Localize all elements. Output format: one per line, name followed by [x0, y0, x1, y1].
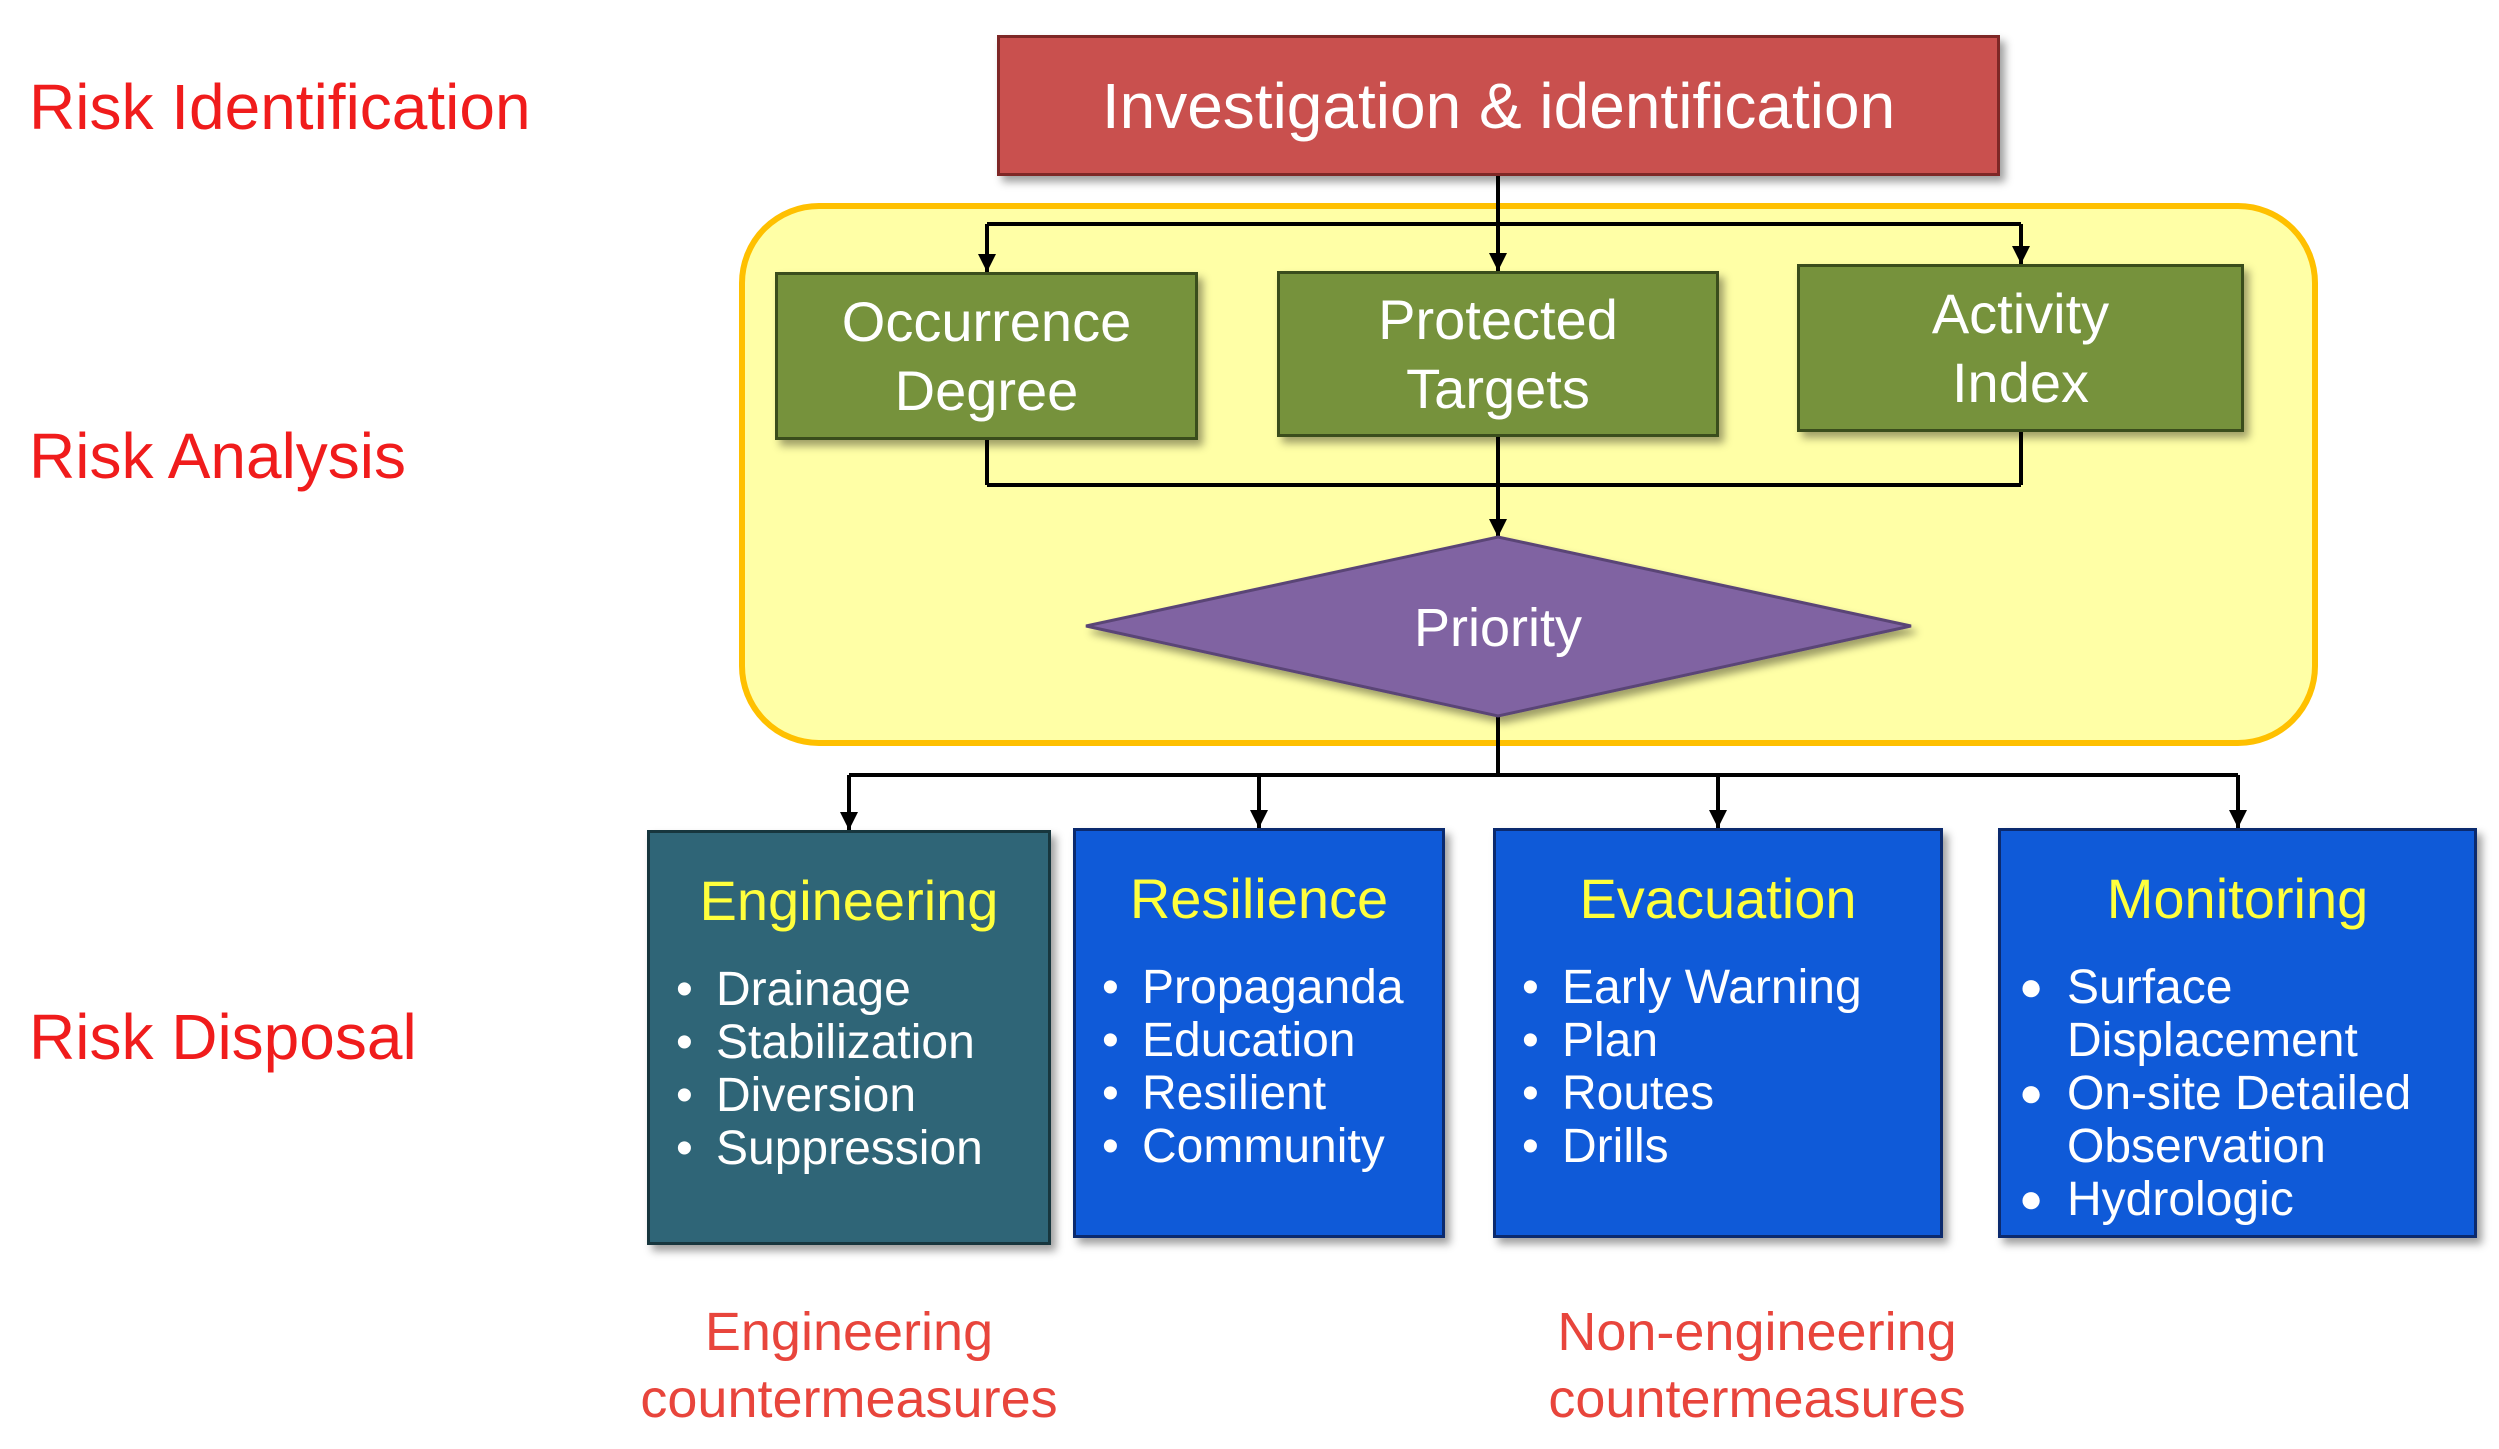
- protected-targets-box: Protected Targets: [1277, 271, 1719, 437]
- non-engineering-countermeasures-label: Non-engineering countermeasures: [1457, 1299, 2057, 1433]
- list-item-text: Drills: [1562, 1120, 1669, 1173]
- list-item: • Diversion: [650, 1069, 1048, 1122]
- list-item-text: Propaganda: [1142, 961, 1404, 1014]
- list-item-text: Diversion: [716, 1069, 917, 1122]
- list-item-text: Stabilization: [716, 1016, 975, 1069]
- bullet: •: [1102, 1120, 1119, 1173]
- list-item: ● On-site Detailed Observation: [2001, 1067, 2474, 1173]
- monitoring-box: Monitoring ● Surface Displacement ● On-sit…: [1998, 828, 2477, 1238]
- list-item: ● Surface Displacement: [2001, 961, 2474, 1067]
- resilience-list: • Propaganda • Education • Resilient • Commu…: [1076, 961, 1442, 1173]
- bullet: •: [1522, 1067, 1539, 1120]
- activity-index-box: Activity Index: [1797, 264, 2244, 432]
- list-item-text: Early Warning: [1562, 961, 1862, 1014]
- bullet: •: [1522, 1120, 1539, 1173]
- resilience-box: Resilience • Propaganda • Education • Resil…: [1073, 828, 1445, 1238]
- bullet: •: [1522, 1014, 1539, 1067]
- list-item: ● Hydrologic: [2001, 1173, 2474, 1226]
- bullet: •: [1522, 961, 1539, 1014]
- list-item-text: Plan: [1562, 1014, 1659, 1067]
- list-item-text: Routes: [1562, 1067, 1715, 1120]
- group-label-line: countermeasures: [640, 1369, 1058, 1429]
- list-item-text: Community: [1142, 1120, 1385, 1173]
- list-item: • Suppression: [650, 1122, 1048, 1175]
- list-item: • Propaganda: [1076, 961, 1442, 1014]
- investigation-identification-label: Investigation & identification: [1101, 69, 1896, 142]
- bullet: •: [676, 963, 693, 1016]
- priority-label: Priority: [1413, 598, 1582, 658]
- stage-label-risk-disposal: Risk Disposal: [29, 1001, 417, 1073]
- group-label-line: Non-engineering: [1557, 1302, 1957, 1362]
- investigation-identification-box: Investigation & identification: [997, 35, 2000, 176]
- evacuation-box: Evacuation • Early Warning • Plan • Routes …: [1493, 828, 1943, 1238]
- list-item-text: Surface Displacement: [2067, 961, 2358, 1067]
- engineering-box: Engineering • Drainage • Stabilization • Di…: [647, 830, 1051, 1245]
- resilience-title: Resilience: [1129, 867, 1389, 930]
- factor-label-line: Protected: [1378, 288, 1618, 351]
- list-item: • Drills: [1496, 1120, 1940, 1173]
- list-item: • Routes: [1496, 1067, 1940, 1120]
- factor-label-line: Index: [1952, 351, 2089, 414]
- list-item-text: Suppression: [716, 1122, 983, 1175]
- list-item: • Plan: [1496, 1014, 1940, 1067]
- engineering-countermeasures-label: Engineering countermeasures: [549, 1299, 1149, 1433]
- list-item-text: Drainage: [716, 963, 911, 1016]
- list-item: • Resilient: [1076, 1067, 1442, 1120]
- evacuation-title: Evacuation: [1579, 867, 1857, 930]
- factor-label-line: Activity: [1931, 282, 2110, 345]
- list-item: • Early Warning: [1496, 961, 1940, 1014]
- bullet: •: [676, 1016, 693, 1069]
- priority-diamond: [1085, 535, 1912, 718]
- factor-label-line: Targets: [1406, 357, 1590, 420]
- list-item: • Stabilization: [650, 1016, 1048, 1069]
- factor-label-line: Occurrence: [841, 290, 1132, 353]
- bullet: •: [676, 1069, 693, 1122]
- bullet: •: [1102, 961, 1119, 1014]
- list-item-text: Hydrologic: [2067, 1173, 2294, 1226]
- factor-label-line: Degree: [894, 359, 1079, 422]
- stage-label-risk-identification: Risk Identification: [29, 71, 531, 143]
- group-label-line: Engineering: [704, 1302, 994, 1362]
- bullet: •: [1102, 1014, 1119, 1067]
- occurrence-degree-box: Occurrence Degree: [775, 272, 1198, 440]
- bullet: ●: [2019, 965, 2044, 1009]
- bullet: ●: [2019, 1071, 2044, 1115]
- bullet: •: [676, 1122, 693, 1175]
- stage-label-risk-analysis: Risk Analysis: [29, 420, 406, 492]
- engineering-title: Engineering: [699, 869, 999, 932]
- monitoring-list: ● Surface Displacement ● On-site Detailed …: [2001, 961, 2474, 1226]
- group-label-line: countermeasures: [1548, 1369, 1966, 1429]
- list-item: • Community: [1076, 1120, 1442, 1173]
- list-item-text: On-site Detailed Observation: [2067, 1067, 2412, 1173]
- engineering-list: • Drainage • Stabilization • Diversion • Sup…: [650, 963, 1048, 1175]
- monitoring-title: Monitoring: [2106, 867, 2369, 930]
- evacuation-list: • Early Warning • Plan • Routes • Drills: [1496, 961, 1940, 1173]
- bullet: ●: [2019, 1177, 2044, 1221]
- list-item-text: Resilient: [1142, 1067, 1327, 1120]
- list-item: • Drainage: [650, 963, 1048, 1016]
- list-item: • Education: [1076, 1014, 1442, 1067]
- bullet: •: [1102, 1067, 1119, 1120]
- list-item-text: Education: [1142, 1014, 1356, 1067]
